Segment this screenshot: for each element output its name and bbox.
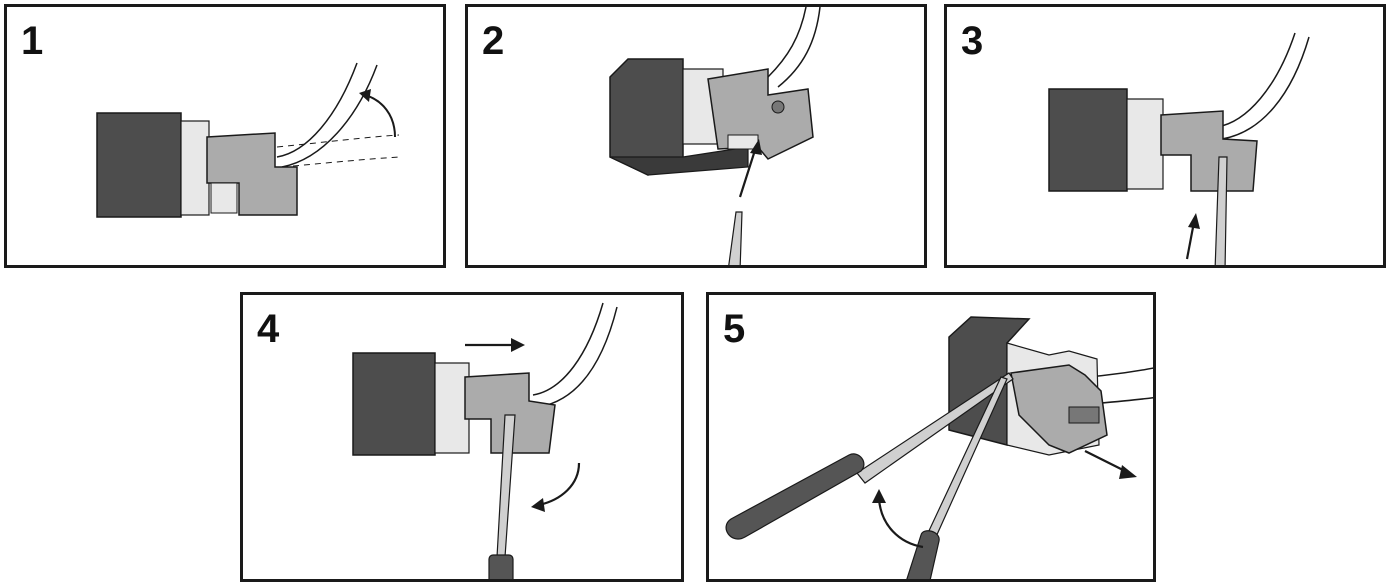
cap [1160, 110, 1258, 192]
jack-body [96, 112, 182, 218]
step-number: 3 [961, 19, 984, 63]
step-number: 4 [257, 307, 280, 351]
cap [707, 68, 814, 160]
rotate-arrow [877, 498, 924, 549]
step-2-illustration [609, 7, 821, 265]
rotate-arrow [364, 94, 396, 138]
rotate-arrow [538, 462, 581, 507]
step-5-panel: 5 [706, 292, 1156, 582]
step-number: 2 [482, 19, 505, 63]
step-number: 5 [723, 307, 746, 351]
step-4-panel: 4 [240, 292, 684, 582]
step-3-panel: 3 [944, 4, 1386, 268]
screwdriver [1214, 156, 1228, 265]
jack-body [1048, 88, 1128, 192]
step-1-panel: 1 [4, 4, 446, 268]
cap [1010, 364, 1108, 454]
jack-body [352, 352, 436, 456]
cap [464, 372, 556, 454]
screwdriver-1 [856, 372, 1014, 484]
step-1-illustration [96, 62, 400, 218]
step-2-panel: 2 [465, 4, 927, 268]
step-3-illustration [1048, 32, 1310, 265]
step-5-illustration [725, 316, 1153, 579]
step-number: 1 [21, 19, 44, 63]
screwdriver [728, 211, 743, 265]
step-4-illustration [352, 302, 618, 579]
